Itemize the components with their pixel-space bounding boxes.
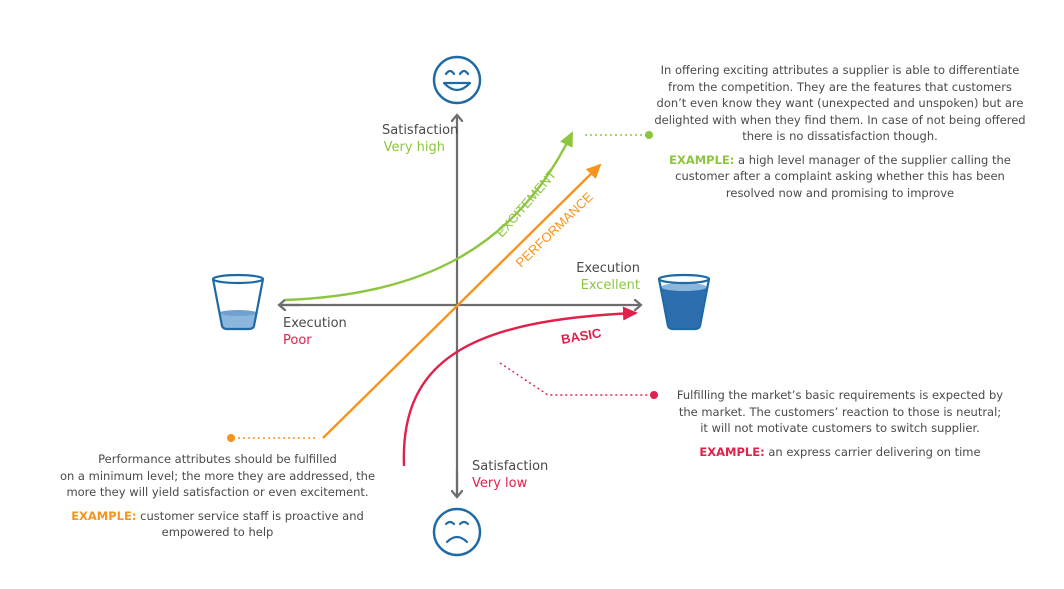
basic-curve xyxy=(402,306,638,467)
performance-note-line: on a minimum level; the more they are ad… xyxy=(59,468,376,483)
top-axis-value: Very high xyxy=(383,140,445,155)
bottom-axis-label: Satisfaction Very low xyxy=(472,458,548,492)
performance-note-line: Performance attributes should be fulfill… xyxy=(98,452,337,466)
sad-face-icon xyxy=(432,507,482,557)
basic-note-line: the market. The customers’ reaction to t… xyxy=(678,404,1002,419)
excitement-note: In offering exciting attributes a suppli… xyxy=(640,62,1040,201)
performance-connector-dot xyxy=(227,434,235,442)
basic-example: EXAMPLE: an express carrier delivering o… xyxy=(660,444,1020,461)
excitement-note-line: delighted with when they find them. In c… xyxy=(654,112,1026,127)
basic-note-line: it will not motivate customers to switch… xyxy=(700,421,980,435)
excitement-note-line: from the competition. They are the featu… xyxy=(668,79,1012,94)
bottom-axis-title: Satisfaction xyxy=(472,459,549,474)
top-axis-title: Satisfaction xyxy=(382,123,459,138)
basic-note: Fulfilling the market’s basic requiremen… xyxy=(660,387,1020,460)
excitement-note-line: In offering exciting attributes a suppli… xyxy=(660,63,1020,77)
performance-note: Performance attributes should be fulfill… xyxy=(45,451,390,541)
basic-connector-dot xyxy=(650,391,658,399)
glass-full-icon xyxy=(657,273,711,331)
glass-nearly-empty-icon xyxy=(211,273,265,331)
performance-example-label: EXAMPLE: xyxy=(71,508,137,523)
excitement-example-label: EXAMPLE: xyxy=(669,152,735,167)
excitement-connector-dot xyxy=(645,131,653,139)
basic-note-line: Fulfilling the market’s basic requiremen… xyxy=(676,388,1004,402)
right-axis-label: Execution Excellent xyxy=(560,260,640,294)
basic-example-label: EXAMPLE: xyxy=(699,444,765,459)
excitement-example: EXAMPLE: a high level manager of the sup… xyxy=(640,152,1040,202)
bottom-axis-value: Very low xyxy=(472,476,528,491)
left-axis-title: Execution xyxy=(283,316,347,331)
top-axis-label: Satisfaction Very high xyxy=(382,122,459,156)
basic-example-line: an express carrier delivering on time xyxy=(768,444,981,459)
left-axis-label: Execution Poor xyxy=(283,315,347,349)
excitement-note-line: there is no dissatisfaction though. xyxy=(742,129,938,143)
right-axis-value: Excellent xyxy=(580,278,640,293)
excitement-example-line: a high level manager of the supplier cal… xyxy=(738,152,1011,167)
performance-example-line: empowered to help xyxy=(161,525,274,539)
excitement-example-line: resolved now and promising to improve xyxy=(725,185,955,200)
right-axis-title: Execution xyxy=(576,261,640,276)
performance-example-line: customer service staff is proactive and xyxy=(140,508,364,523)
performance-note-line: more they will yield satisfaction or eve… xyxy=(66,485,369,499)
basic-connector xyxy=(499,362,650,396)
basic-label: BASIC xyxy=(560,325,603,347)
excitement-curve xyxy=(284,131,574,302)
happy-face-icon xyxy=(432,55,482,105)
performance-example: EXAMPLE: customer service staff is proac… xyxy=(45,508,390,541)
excitement-example-line: customer after a complaint asking whethe… xyxy=(675,169,1005,183)
performance-line xyxy=(322,163,602,439)
left-axis-value: Poor xyxy=(283,333,312,348)
excitement-note-line: don’t even know they want (unexpected an… xyxy=(656,96,1024,110)
